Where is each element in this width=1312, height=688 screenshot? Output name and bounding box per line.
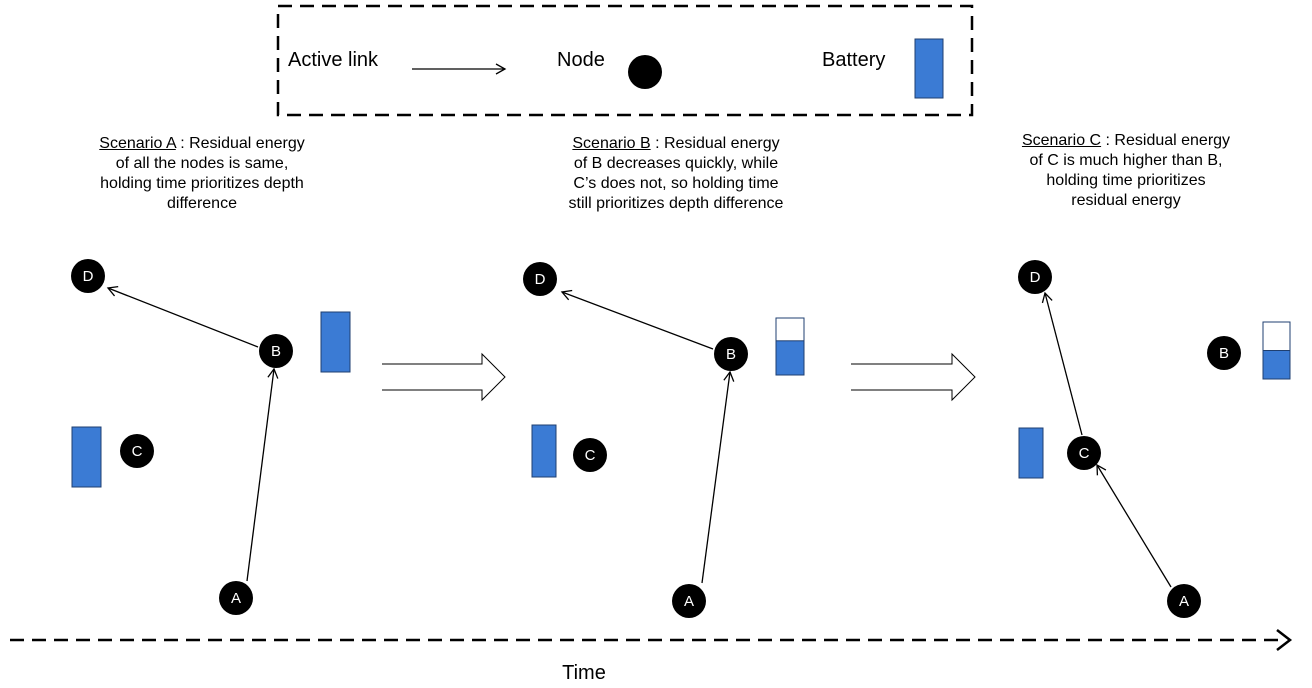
scenario-b-line-1: : Residual energy (650, 135, 780, 152)
scenario-c-node-c: C (1067, 436, 1101, 470)
scenario-b-line-4: still prioritizes depth difference (568, 195, 784, 212)
battery-fill (531, 424, 557, 478)
time-label: Time (562, 662, 606, 684)
svg-text:A: A (684, 593, 694, 610)
legend-node-label: Node (557, 49, 605, 71)
scenario-a-title: Scenario A (99, 135, 176, 152)
scenario-a-line-1: : Residual energy (175, 135, 305, 152)
transition-arrow-1 (382, 352, 506, 402)
svg-text:A: A (231, 590, 241, 607)
scenario-b-link-a-to-b (701, 370, 735, 584)
scenario-b-line-3: C’s does not, so holding time (573, 175, 779, 192)
scenario-a-node-d: D (71, 259, 105, 293)
scenario-b-battery-b (775, 317, 805, 376)
scenario-b-battery-c (531, 424, 557, 478)
svg-text:B: B (271, 343, 281, 360)
svg-text:C: C (585, 447, 596, 464)
scenario-b-line-2: of B decreases quickly, while (573, 155, 779, 172)
scenario-b-node-a: A (672, 584, 706, 618)
scenario-a-link-a-to-b (246, 367, 279, 582)
time-axis-arrowhead (1276, 629, 1293, 651)
scenario-c-line-3: holding time prioritizes (1046, 172, 1206, 189)
scenario-a-line-4: difference (167, 195, 237, 212)
legend-node-symbol (628, 55, 662, 89)
scenario-a-node-a: A (219, 581, 253, 615)
scenario-c-link-c-to-d (1041, 291, 1083, 436)
svg-text:D: D (535, 271, 546, 288)
scenario-c-description: Scenario C : Residual energy of C is muc… (996, 131, 1256, 211)
battery-fill (1262, 350, 1291, 380)
scenario-b-node-d: D (523, 262, 557, 296)
scenario-c-line-2: of C is much higher than B, (1029, 152, 1223, 169)
battery-fill (775, 340, 805, 376)
scenario-b-title: Scenario B (572, 135, 651, 152)
svg-text:C: C (1079, 445, 1090, 462)
svg-text:D: D (1030, 269, 1041, 286)
scenario-a-link-b-to-d (106, 285, 259, 348)
legend-battery-symbol (914, 38, 944, 99)
scenario-c-battery-c (1018, 427, 1044, 479)
scenario-a-node-c: C (120, 434, 154, 468)
scenario-a-description: Scenario A : Residual energy of all the … (62, 134, 342, 214)
scenario-c-battery-b (1262, 321, 1291, 380)
svg-text:A: A (1179, 593, 1189, 610)
scenario-c-node-b: B (1207, 336, 1241, 370)
scenario-b-link-b-to-d (560, 289, 714, 350)
svg-text:C: C (132, 443, 143, 460)
battery-fill (71, 426, 102, 488)
svg-text:B: B (1219, 345, 1229, 362)
scenario-b-node-b: B (714, 337, 748, 371)
scenario-a-node-b: B (259, 334, 293, 368)
scenario-a-line-2: of all the nodes is same, (115, 155, 289, 172)
scenario-c-node-d: D (1018, 260, 1052, 294)
scenario-a-line-3: holding time prioritizes depth (100, 175, 304, 192)
transition-arrow-2 (851, 352, 976, 402)
scenario-a-battery-c (71, 426, 102, 488)
battery-fill (1018, 427, 1044, 479)
svg-text:D: D (83, 268, 94, 285)
scenario-c-line-4: residual energy (1071, 192, 1181, 209)
scenario-c-title: Scenario C (1021, 132, 1102, 149)
battery-fill (320, 311, 351, 373)
scenario-b-node-c: C (573, 438, 607, 472)
legend-battery-label: Battery (822, 49, 885, 71)
scenario-c-link-a-to-c (1096, 463, 1172, 588)
legend-active-link-label: Active link (288, 49, 379, 71)
svg-text:B: B (726, 346, 736, 363)
scenario-b-description: Scenario B : Residual energy of B decrea… (528, 134, 824, 214)
scenario-c-line-1: : Residual energy (1101, 132, 1231, 149)
legend-box (276, 4, 974, 117)
scenario-c-node-a: A (1167, 584, 1201, 618)
scenario-a-battery-b (320, 311, 351, 373)
